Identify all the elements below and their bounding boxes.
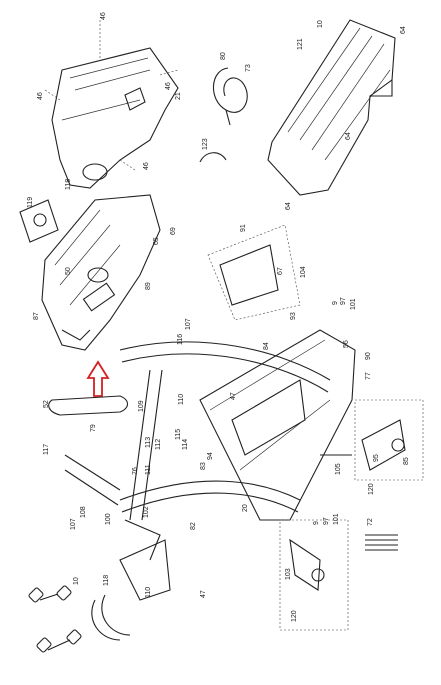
- dumbbells: [28, 585, 82, 653]
- label-109: 109: [138, 400, 145, 412]
- labels: 46 46 46 46 21 118 80 73 123 10 121 64 6…: [27, 12, 410, 622]
- label-101-a: 101: [350, 298, 357, 310]
- label-104: 104: [300, 266, 307, 278]
- label-77: 77: [365, 372, 372, 380]
- wire-tie: [199, 152, 227, 163]
- label-20: 20: [242, 504, 249, 512]
- part-72-plates: [365, 534, 398, 551]
- label-73: 73: [245, 64, 252, 72]
- label-118: 118: [65, 179, 72, 190]
- label-116: 116: [177, 334, 184, 345]
- label-46-b: 46: [37, 92, 44, 100]
- label-46-a: 46: [100, 12, 107, 20]
- label-69: 69: [170, 227, 177, 235]
- label-21: 21: [175, 92, 182, 100]
- label-111: 111: [145, 464, 152, 475]
- label-97-a: 97: [340, 297, 347, 305]
- power-cord: [212, 67, 248, 126]
- cord-118: [91, 594, 131, 641]
- label-9-a: 9: [332, 301, 339, 305]
- console-assembly: [41, 194, 161, 351]
- label-87: 87: [33, 312, 40, 320]
- label-76: 76: [132, 467, 139, 475]
- label-89: 89: [145, 282, 152, 290]
- label-50: 50: [65, 267, 72, 275]
- label-120-a: 120: [368, 483, 375, 495]
- label-110-a: 110: [178, 394, 185, 405]
- label-101-b: 101: [333, 513, 340, 525]
- label-64-c: 64: [285, 202, 292, 210]
- label-82: 82: [190, 522, 197, 530]
- label-65: 65: [153, 237, 160, 245]
- highlight-arrow: [86, 360, 110, 397]
- label-119: 119: [27, 197, 34, 208]
- motor-hood-cover: [44, 20, 179, 189]
- upright-tube: [119, 341, 331, 521]
- label-108: 108: [80, 506, 87, 518]
- label-107-b: 107: [70, 518, 77, 530]
- label-52: 52: [43, 400, 50, 408]
- label-110-b: 110: [145, 587, 152, 598]
- label-97-b: 97: [323, 517, 330, 525]
- label-79: 79: [90, 424, 97, 432]
- label-84: 84: [263, 342, 270, 350]
- label-72: 72: [367, 518, 374, 526]
- label-113: 113: [145, 437, 152, 448]
- roller-inset-top: [354, 399, 424, 481]
- label-107-a: 107: [185, 318, 192, 330]
- label-64-a: 64: [400, 26, 407, 34]
- roller-inset-bottom: [279, 519, 349, 631]
- label-102: 102: [143, 506, 150, 518]
- label-118-b: 118: [103, 575, 110, 586]
- label-90: 90: [365, 352, 372, 360]
- label-83: 83: [200, 462, 207, 470]
- label-64-b: 64: [345, 132, 352, 140]
- label-85: 85: [403, 457, 410, 465]
- label-114: 114: [182, 439, 189, 450]
- label-93: 93: [290, 312, 297, 320]
- label-112: 112: [155, 439, 162, 450]
- label-94: 94: [207, 452, 214, 460]
- label-120-b: 120: [291, 610, 298, 622]
- cd-tray: [19, 199, 59, 243]
- label-123: 123: [202, 138, 209, 150]
- label-117: 117: [43, 444, 50, 455]
- label-46-d: 46: [143, 162, 150, 170]
- deck: [207, 224, 301, 321]
- motor-hood: [267, 19, 396, 196]
- label-56: 56: [343, 340, 350, 348]
- label-9-b: 9: [313, 521, 320, 525]
- label-105: 105: [335, 463, 342, 475]
- label-47-a: 47: [230, 392, 237, 400]
- label-46-c: 46: [165, 82, 172, 90]
- label-47-b: 47: [200, 590, 207, 598]
- label-100: 100: [105, 513, 112, 525]
- label-121: 121: [297, 38, 304, 50]
- label-10-bottom: 10: [73, 577, 80, 585]
- label-91: 91: [240, 224, 247, 232]
- foot-pad: [48, 395, 129, 416]
- label-115: 115: [175, 429, 182, 440]
- label-10-top: 10: [317, 20, 324, 28]
- base-tubes: [64, 454, 171, 601]
- frame: [199, 329, 356, 521]
- label-67: 67: [277, 267, 284, 275]
- label-103: 103: [285, 568, 292, 580]
- label-95: 95: [373, 454, 380, 462]
- label-80: 80: [220, 52, 227, 60]
